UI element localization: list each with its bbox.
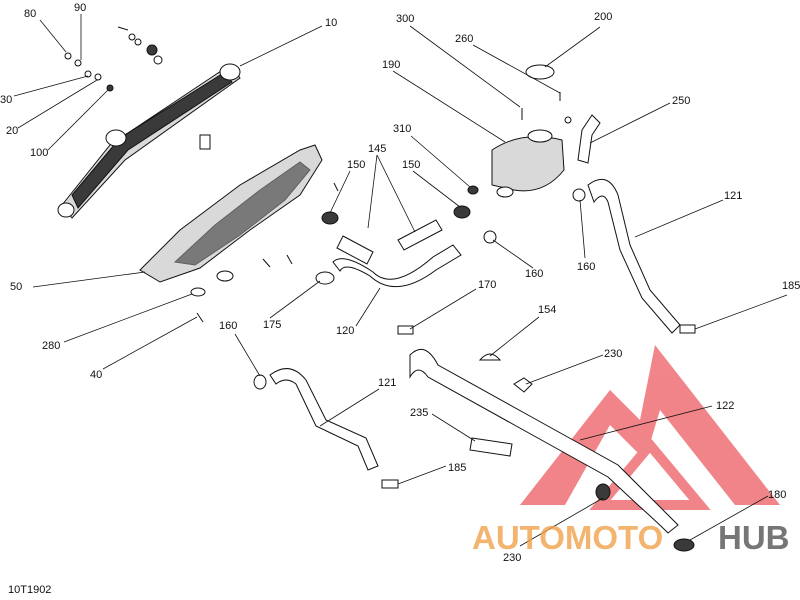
callout-150a: 150 [347, 159, 365, 171]
callout-80: 80 [24, 8, 36, 20]
radiator [57, 63, 241, 219]
callout-160b: 160 [525, 268, 543, 280]
fan-shroud [139, 144, 323, 323]
callout-120: 120 [336, 325, 354, 337]
callout-190: 190 [382, 59, 400, 71]
callout-310: 310 [393, 123, 411, 135]
callout-175: 175 [263, 319, 281, 331]
watermark-text: AUTOMOTO HUB [472, 519, 790, 556]
callout-145: 145 [368, 143, 386, 155]
callout-10: 10 [325, 17, 337, 29]
callout-160a: 160 [577, 261, 595, 273]
watermark-gray: HUB [718, 519, 790, 556]
callout-122: 122 [716, 400, 734, 412]
hose-clamps [253, 182, 696, 552]
automotohub-logo [520, 345, 780, 510]
callout-230a: 230 [604, 348, 622, 360]
callout-170: 170 [478, 279, 496, 291]
coolant-reservoir [491, 64, 572, 198]
hoses [269, 114, 681, 534]
radiator-fasteners [64, 26, 163, 92]
leader-lines [13, 14, 788, 547]
callout-150b: 150 [402, 159, 420, 171]
callout-230b: 230 [503, 552, 521, 564]
callout-100: 100 [30, 147, 48, 159]
callout-50: 50 [10, 281, 22, 293]
callout-250: 250 [672, 95, 690, 107]
callout-180: 180 [768, 489, 786, 501]
callout-20: 20 [6, 125, 18, 137]
callout-90: 90 [74, 2, 86, 14]
callout-185b: 185 [448, 462, 466, 474]
callout-40: 40 [90, 369, 102, 381]
callout-185a: 185 [782, 280, 800, 292]
callout-160c: 160 [219, 320, 237, 332]
callout-121b: 121 [378, 377, 396, 389]
callout-300: 300 [396, 13, 414, 25]
callout-235: 235 [410, 407, 428, 419]
callout-280: 280 [42, 340, 60, 352]
callout-154: 154 [538, 304, 556, 316]
callout-121a: 121 [724, 190, 742, 202]
callout-200: 200 [594, 11, 612, 23]
watermark-orange: AUTOMOTO [472, 519, 663, 556]
callout-labels: 80 90 10 30 20 100 300 200 260 190 250 3… [0, 2, 800, 564]
callout-30: 30 [0, 94, 12, 106]
diagram-reference-code: 10T1902 [8, 584, 52, 596]
callout-260: 260 [455, 33, 473, 45]
